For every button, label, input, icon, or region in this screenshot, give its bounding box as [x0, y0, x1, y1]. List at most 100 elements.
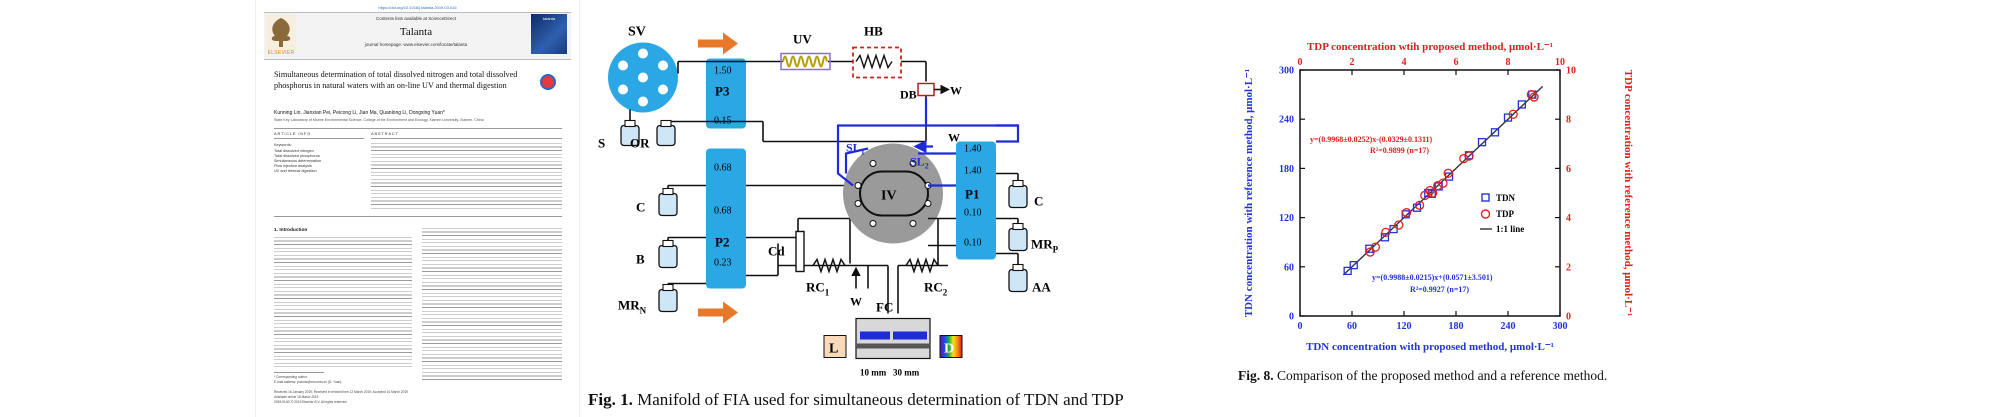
doi-link[interactable]: https://doi.org/10.1016/j.talanta.2019.0… [378, 5, 457, 10]
db-label: DB [900, 88, 917, 102]
pump-p3-label: P3 [715, 84, 730, 99]
author-list: Kunning Lin, Jianxian Pei, Peicong Li, J… [274, 110, 445, 116]
detector [939, 335, 963, 358]
debubbler [917, 82, 935, 97]
journal-title: Talanta [399, 26, 433, 38]
top-axis-title: TDP concentration wtih proposed method, … [1307, 41, 1553, 53]
p1-rate: 0.10 [964, 238, 982, 249]
reagent-bottle-or [656, 119, 676, 147]
dim-10mm: 10 mm [860, 368, 887, 378]
aa-label: AA [1032, 280, 1051, 295]
divider [274, 216, 562, 217]
reagent-bottle-c-right [1008, 179, 1028, 209]
x2-tick-label: 6 [1454, 57, 1459, 68]
x2-tick-label: 10 [1555, 57, 1565, 68]
sl1-label: SL1 [846, 141, 865, 157]
tdn-point [1490, 128, 1500, 137]
journal-cover-image [531, 14, 567, 54]
y2-tick-label: 8 [1566, 115, 1571, 126]
cover-title: talanta [542, 16, 555, 21]
x-tick-label: 120 [1397, 321, 1412, 332]
available-online: Available online 18 March 2019 [274, 395, 319, 399]
introduction-heading: 1. Introduction [274, 228, 308, 233]
x2-tick-label: 4 [1402, 57, 1407, 68]
sv-label: SV [628, 25, 646, 40]
tdp-point [1508, 109, 1518, 119]
legend-tdn-marker [1481, 193, 1490, 202]
divider [371, 138, 562, 139]
tdp-equation: y=(0.9968±0.0252)x-(0.0329±0.1311) [1310, 135, 1433, 144]
elsevier-tree-icon [266, 14, 296, 50]
p2-rate: 0.68 [714, 206, 732, 217]
reagent-bottle-aa [1008, 263, 1028, 293]
body-text-column-right [422, 228, 562, 383]
y-tick-label: 180 [1279, 164, 1294, 175]
flow-direction-arrow [698, 301, 738, 324]
y2-tick-label: 2 [1566, 262, 1571, 273]
tdp-point [1443, 168, 1453, 178]
tdp-point [1438, 178, 1448, 188]
figure-1-caption: Fig. 1. Manifold of FIA used for simulta… [588, 390, 1124, 409]
waste-label-2: W [948, 131, 960, 145]
paper-first-page: https://doi.org/10.1016/j.talanta.2019.0… [255, 0, 580, 417]
p2-rate: 0.23 [714, 258, 732, 269]
journal-homepage[interactable]: journal homepage: www.elsevier.com/locat… [364, 42, 468, 47]
tdp-point [1394, 220, 1404, 230]
bottom-axis-title: TDN concentration with proposed method, … [1306, 341, 1554, 353]
p3-rate: 1.50 [714, 66, 732, 77]
received-dates: Received 16 January 2019; Received in re… [274, 390, 408, 394]
waste-label-3: W [850, 295, 862, 309]
publisher-name: ELSEVIER [267, 50, 295, 56]
sample-loop-tubing [836, 97, 1020, 187]
tdp-point [1370, 242, 1381, 252]
fc-label: FC [876, 300, 893, 315]
author-email: E-mail address: yuandx@xmu.edu.cn (D. Yu… [274, 380, 343, 384]
tdp-point [1414, 200, 1425, 210]
x-tick-label: 180 [1449, 321, 1464, 332]
x2-tick-label: 0 [1298, 57, 1303, 68]
tdn-point [1343, 266, 1352, 276]
tdn-equation: y=(0.9988±0.0215)x+(0.0571±3.501) [1372, 273, 1493, 282]
p2-rate: 0.68 [714, 163, 732, 174]
sl2-label: SL2 [910, 155, 929, 171]
keyword-item: UV and thermal digestion [274, 169, 317, 173]
divider [274, 138, 364, 139]
y2-tick-label: 6 [1566, 164, 1571, 175]
keywords-heading: Keywords: [274, 143, 292, 147]
reagent-bottle-mrn [658, 283, 678, 313]
tdp-point [1529, 92, 1539, 102]
mrn-label: MRN [618, 298, 647, 316]
tdp-point [1526, 89, 1537, 100]
left-axis-title: TDN concentration with reference method,… [1243, 69, 1255, 317]
footnote-divider [274, 372, 324, 373]
y-tick-label: 240 [1279, 115, 1294, 126]
cadmium-column [795, 230, 805, 273]
tdp-point [1381, 227, 1391, 238]
reagent-bottle-s [620, 119, 640, 147]
reaction-coil-rc1 [812, 257, 846, 274]
uv-reactor-coil [782, 55, 828, 68]
waste-label: W [950, 84, 962, 98]
crossmark-icon[interactable] [540, 74, 556, 90]
y-tick-label: 60 [1284, 262, 1294, 273]
y2-tick-label: 0 [1566, 312, 1571, 323]
reagent-bottle-c [658, 187, 678, 217]
pump-p1 [956, 141, 996, 260]
heating-bath [852, 46, 902, 79]
tdp-point [1459, 153, 1469, 164]
legend-tdp: TDP [1496, 209, 1515, 219]
x-tick-label: 300 [1553, 321, 1568, 332]
abstract-text [371, 143, 562, 211]
right-axis-title: TDP concentration with reference method,… [1622, 70, 1634, 317]
affiliation: State Key Laboratory of Marine Environme… [274, 118, 484, 122]
legend-tdp-marker [1480, 209, 1491, 219]
contents-line: Contents lists available at ScienceDirec… [375, 16, 457, 21]
hb-label: HB [864, 24, 883, 39]
tdn-point [1412, 203, 1422, 212]
uv-label: UV [793, 32, 812, 47]
figure-8-caption: Fig. 8. Comparison of the proposed metho… [1238, 368, 1608, 383]
tdn-point [1401, 210, 1410, 219]
tdp-point [1427, 188, 1438, 198]
tdn-point [1477, 138, 1487, 147]
flow-cell-channel [893, 331, 927, 340]
